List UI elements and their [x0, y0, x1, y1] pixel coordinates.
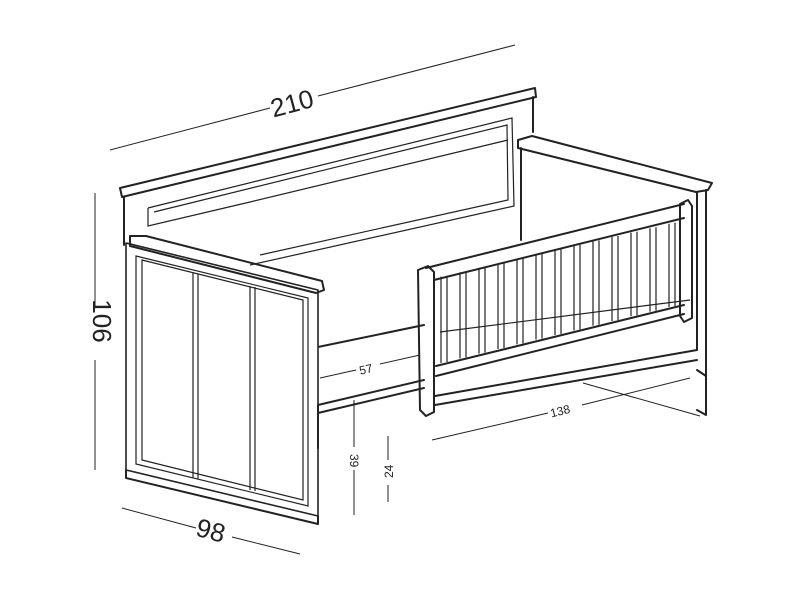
guard-rail-spindle — [611, 236, 619, 321]
depth-dimension-line-right — [231, 536, 301, 555]
base-right-board — [434, 349, 698, 397]
guard-rail-spindle — [478, 266, 486, 354]
guard-rail-spindle — [630, 231, 638, 317]
left-end-frame-inner-2 — [141, 259, 304, 501]
guard-rail-spindle — [573, 244, 581, 331]
back-inset-shadow — [249, 139, 509, 203]
back-panel — [119, 87, 537, 266]
base-side-bottom — [434, 359, 698, 406]
gap-dimension-line-left — [319, 369, 357, 379]
back-panel-body — [123, 96, 534, 246]
guard-rail-spindle — [516, 258, 524, 345]
guard-rail-top — [425, 203, 685, 281]
guard-rail-spindle — [497, 262, 505, 350]
leg-front-dimension-label: 39 — [347, 454, 361, 468]
left-end-body — [125, 242, 319, 517]
guard-rail-spindle — [535, 253, 543, 340]
back-inset-panel — [147, 117, 515, 266]
right-end-top-rail — [517, 135, 713, 193]
guard-rail-left-post — [417, 265, 435, 417]
left-end-panel — [125, 235, 325, 525]
guard-rail-spindle — [649, 227, 657, 312]
leg-rear-dimension-label: 24 — [382, 464, 396, 478]
back-top-rail — [119, 87, 537, 198]
guard-rail-spindle — [440, 275, 448, 364]
width-dimension-line-left — [109, 107, 271, 151]
length-dimension-label: 138 — [549, 402, 572, 421]
dimension-lines — [94, 44, 701, 555]
base-front-board-bottom — [317, 379, 425, 406]
height-dimension-label: 106 — [87, 299, 117, 342]
base-slat-line — [439, 299, 691, 333]
length-dimension-line-right — [581, 377, 691, 406]
gap-dimension-line-right — [379, 354, 421, 365]
length-dimension-tick — [582, 382, 701, 417]
guard-rail-right-post — [679, 199, 693, 323]
left-end-base — [125, 469, 319, 525]
base-right-lower — [696, 311, 707, 377]
right-end-panel — [517, 135, 713, 416]
bed-base — [317, 299, 707, 414]
guard-rail-spindle — [459, 271, 467, 359]
depth-dimension-label: 98 — [193, 512, 229, 548]
depth-dimension-line-left — [121, 507, 197, 529]
left-end-frame-inner — [135, 255, 309, 507]
length-dimension-line-left — [431, 412, 549, 441]
guard-rail — [417, 199, 693, 417]
left-end-divider-1 — [192, 273, 199, 479]
width-dimension-label: 210 — [267, 83, 317, 123]
left-end-top-rail — [129, 235, 325, 294]
gap-dimension-label: 57 — [358, 361, 374, 378]
guard-rail-spindles — [440, 222, 676, 364]
guard-rail-spindle — [592, 240, 600, 326]
base-front-board-low — [317, 387, 425, 414]
width-dimension-line-right — [317, 44, 516, 97]
guard-rail-spindle — [668, 222, 676, 307]
base-front-board-top — [317, 324, 425, 348]
right-end-post — [520, 147, 707, 416]
guard-rail-spindle — [554, 249, 562, 335]
guard-rail-bottom — [435, 304, 685, 377]
back-inset-panel-inner — [153, 124, 509, 256]
left-end-divider-2 — [249, 286, 256, 491]
